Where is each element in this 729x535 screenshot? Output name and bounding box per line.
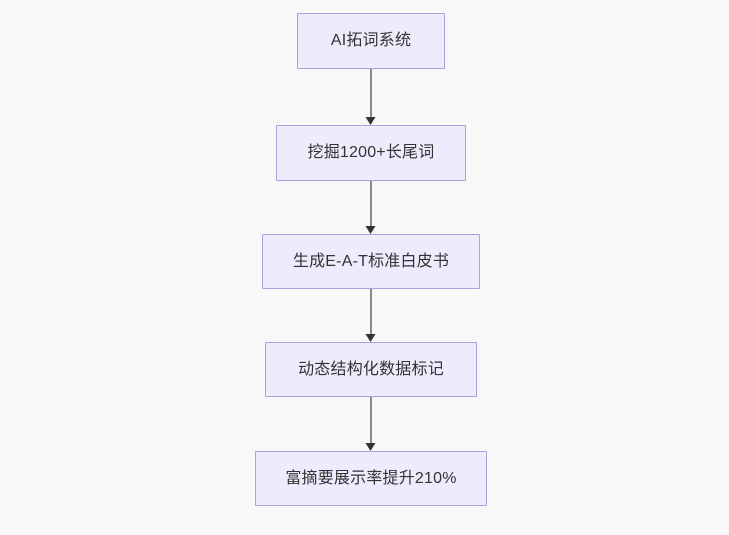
flow-node-rich-snippet-rate-increase[interactable]: 富摘要展示率提升210% bbox=[255, 451, 487, 506]
flow-node-ai-keyword-system[interactable]: AI拓词系统 bbox=[297, 13, 445, 69]
flow-node-label: 挖掘1200+长尾词 bbox=[307, 144, 435, 162]
flow-node-mine-longtail-keywords[interactable]: 挖掘1200+长尾词 bbox=[276, 125, 466, 181]
flow-node-dynamic-structured-data-markup[interactable]: 动态结构化数据标记 bbox=[265, 342, 477, 397]
flow-node-label: 生成E-A-T标准白皮书 bbox=[292, 252, 450, 270]
flow-node-label: AI拓词系统 bbox=[330, 32, 412, 50]
arrowhead-icon bbox=[365, 443, 376, 451]
edge-line bbox=[370, 181, 372, 226]
flow-node-label: 富摘要展示率提升210% bbox=[285, 469, 457, 487]
edge-line bbox=[370, 69, 372, 117]
edge-line bbox=[370, 397, 372, 443]
arrowhead-icon bbox=[365, 226, 376, 234]
flow-node-label: 动态结构化数据标记 bbox=[298, 360, 444, 378]
edge-line bbox=[370, 289, 372, 334]
arrowhead-icon bbox=[365, 334, 376, 342]
arrowhead-icon bbox=[365, 117, 376, 125]
flow-node-generate-eat-whitepaper[interactable]: 生成E-A-T标准白皮书 bbox=[262, 234, 480, 289]
